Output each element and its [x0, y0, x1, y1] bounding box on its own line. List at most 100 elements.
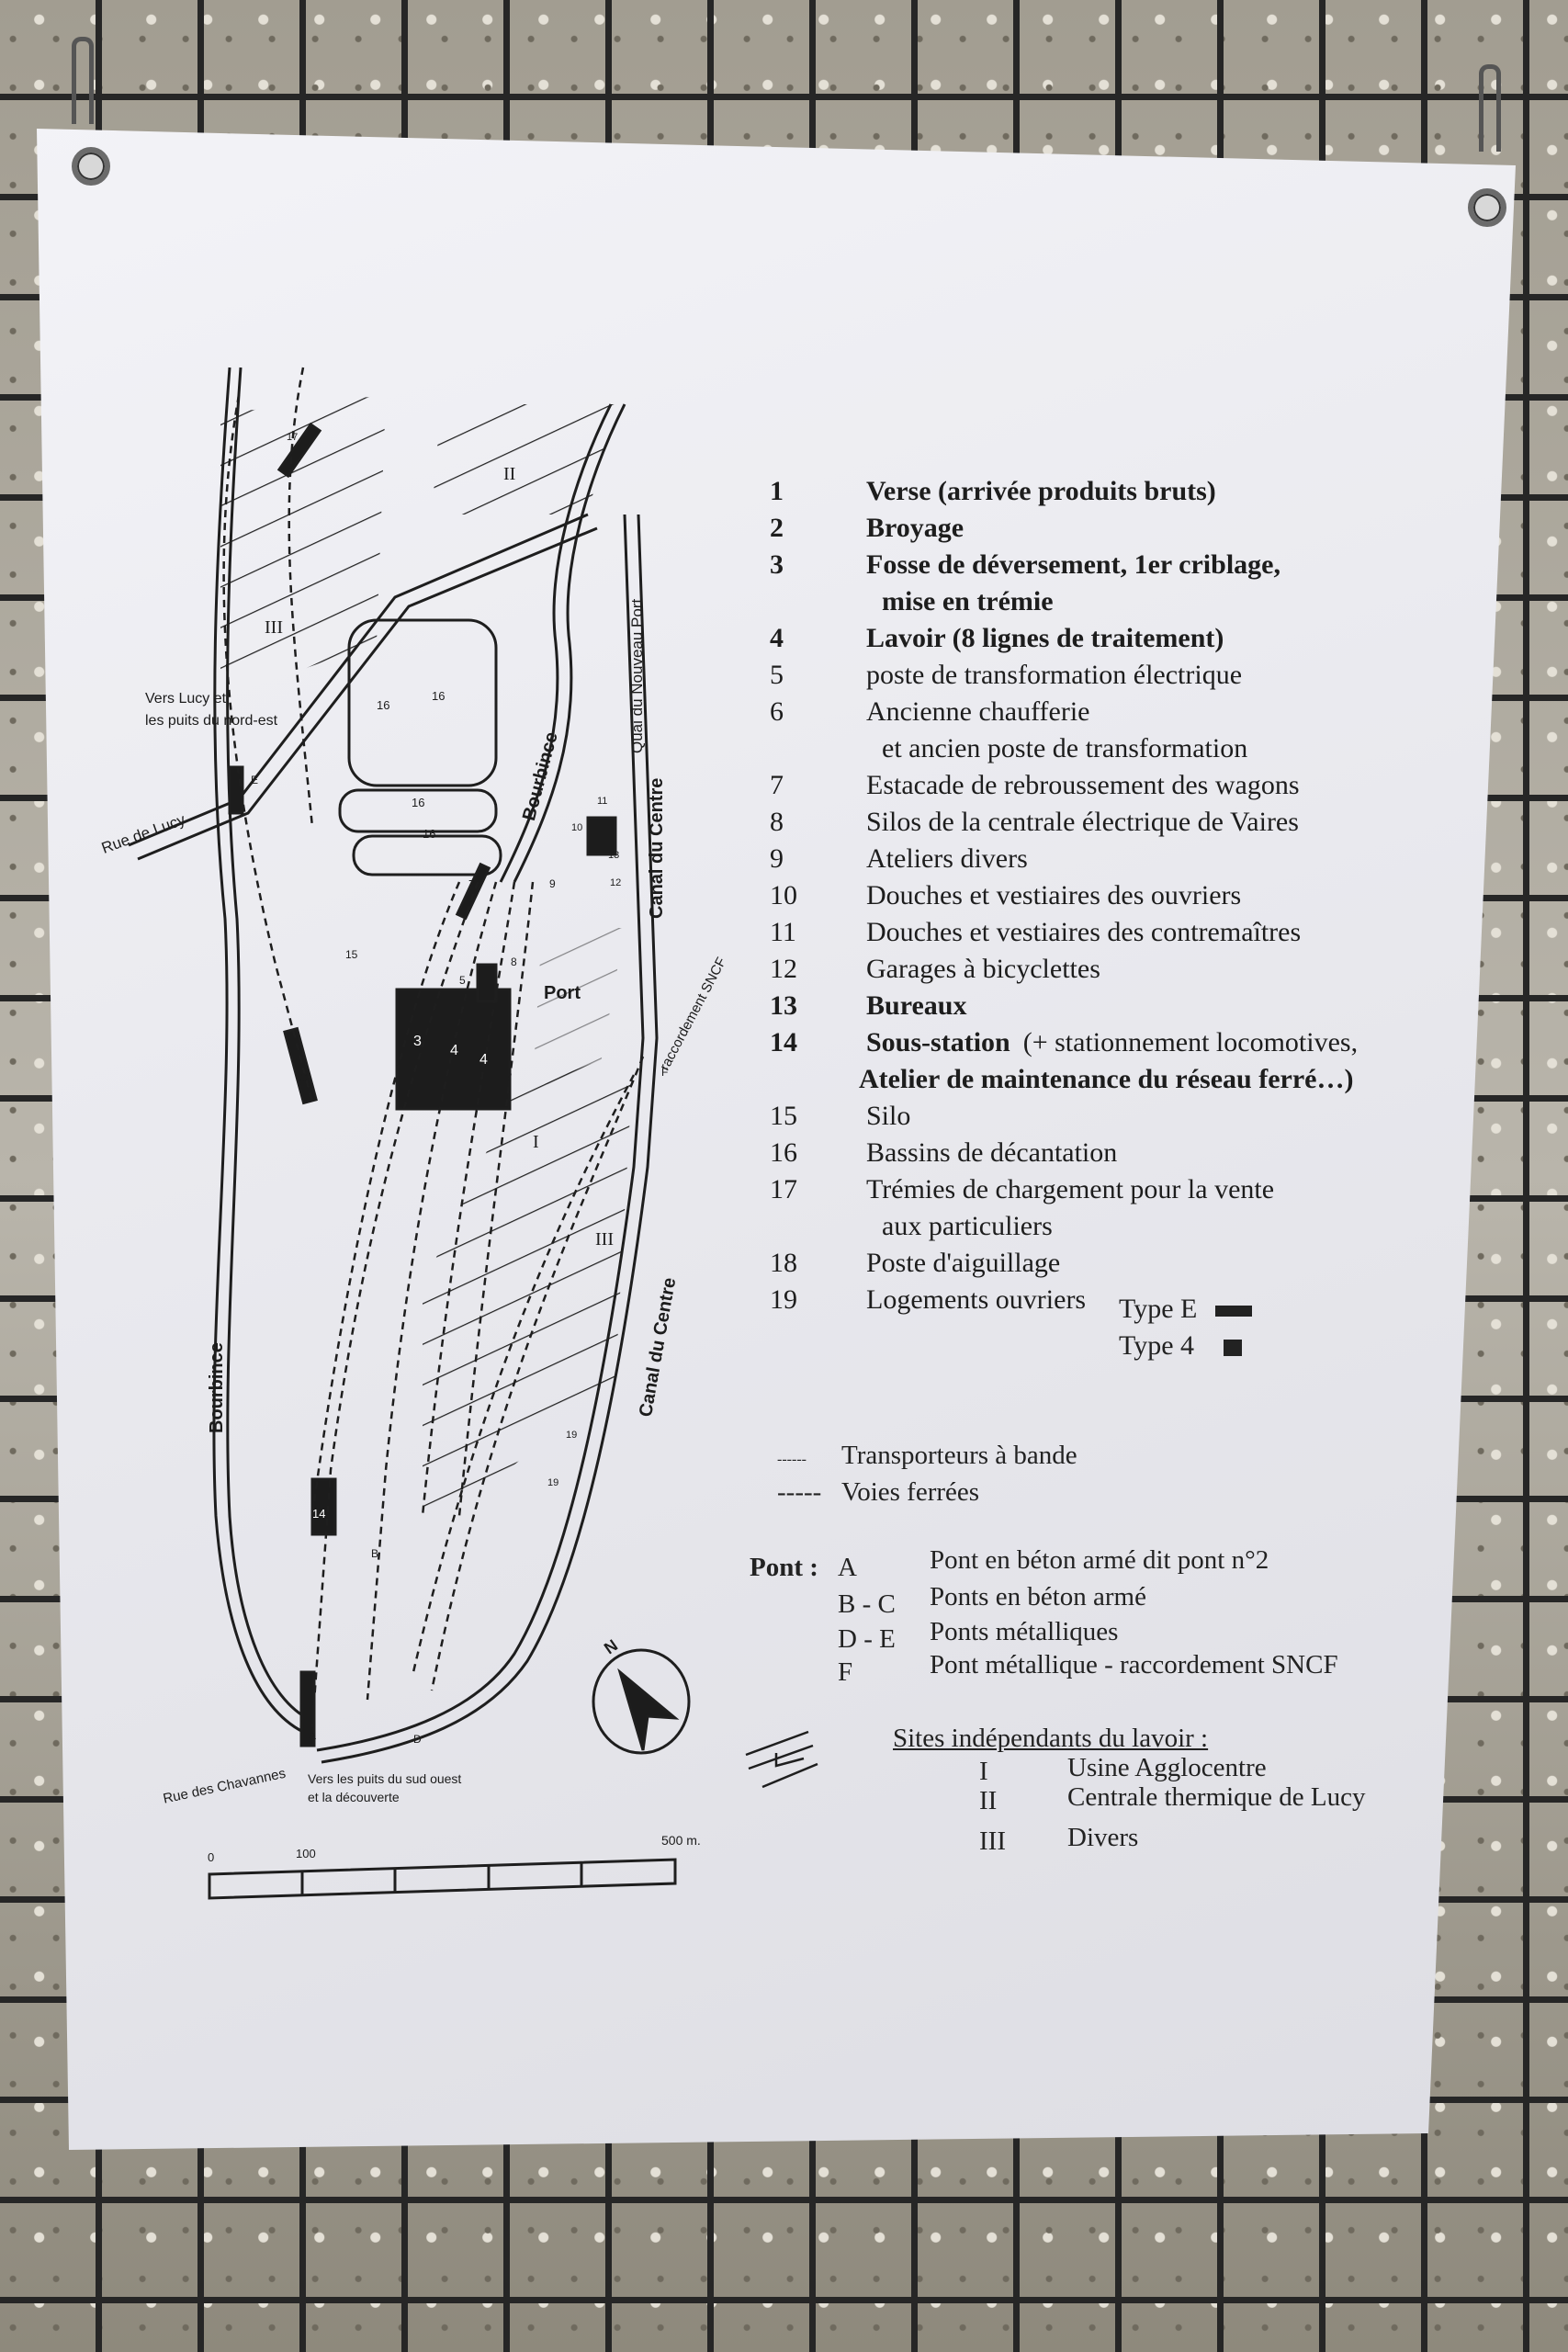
type-4-symbol [1224, 1340, 1243, 1357]
legend-item: 18 Poste d'aiguillage [762, 1245, 1358, 1282]
scale-label: 500 m. [661, 1833, 701, 1848]
map-number: 7 [468, 877, 476, 891]
zone-port [533, 928, 625, 1084]
zone-iii-north [220, 395, 386, 698]
map-number: 16 [432, 689, 446, 703]
conveyor-symbol: ------ [777, 1452, 807, 1467]
pont-code: F [838, 1657, 853, 1687]
map-label-canal: Canal du Centre [647, 777, 667, 919]
legend-text: Poste d'aiguillage [866, 1248, 1061, 1278]
map-number: 3 [413, 1034, 422, 1049]
bridge-label: F [661, 1066, 669, 1079]
legend-number: 15 [770, 1101, 797, 1131]
pont-description: Pont métallique - raccordement SNCF [930, 1650, 1338, 1679]
legend-number: 1 [770, 476, 784, 506]
map-number: 11 [597, 796, 608, 807]
map-number: 17 [287, 432, 299, 443]
bridge-label: A [309, 1729, 317, 1742]
eyelet [1468, 188, 1506, 227]
legend-item: 16 Bassins de décantation [762, 1135, 1358, 1171]
bridge-label: B [371, 1547, 379, 1560]
legend-number: 18 [770, 1248, 797, 1278]
conveyor-label: Transporteurs à bande [841, 1441, 1077, 1470]
site-code: II [979, 1786, 998, 1815]
map-label-vers-sud: et la découverte [308, 1790, 400, 1804]
legend-number: 2 [770, 513, 784, 543]
sites-heading: Sites indépendants du lavoir : [893, 1724, 1209, 1753]
legend-number: 6 [770, 696, 784, 727]
pont-code: D - E [838, 1624, 896, 1654]
legend-item: 19 Logements ouvriers [762, 1282, 1358, 1318]
map-number: 8 [511, 956, 517, 968]
legend-text: Logements ouvriers [866, 1284, 1087, 1315]
legend-text: Ateliers divers [866, 843, 1028, 874]
map-label-vers-sud: Vers les puits du sud ouest [308, 1771, 462, 1786]
map-number: 13 [608, 850, 620, 861]
basin [338, 788, 498, 833]
zone-i-iii [423, 1047, 634, 1544]
map-number: 16 [377, 698, 390, 712]
legend-item: 8 Silos de la centrale électrique de Vair… [762, 804, 1358, 841]
pont-description: Pont en béton armé dit pont n°2 [930, 1545, 1269, 1575]
legend-text: Douches et vestiaires des ouvriers [866, 880, 1242, 910]
legend-item-continuation: Atelier de maintenance du réseau ferré…) [859, 1064, 1354, 1094]
map-number: 9 [549, 877, 556, 890]
legend-number: 19 [770, 1284, 797, 1315]
pont-heading: Pont : [750, 1553, 818, 1582]
map-number: 12 [610, 877, 622, 888]
zone-ii [432, 404, 615, 514]
map-number: 15 [345, 948, 358, 961]
legend-text: Silos de la centrale électrique de Vaire… [866, 807, 1299, 837]
legend-text: Douches et vestiaires des contremaîtres [866, 917, 1302, 947]
legend-item: 2 Broyage [762, 510, 1358, 547]
legend-text: Ancienne chaufferie [866, 696, 1090, 727]
pont-description: Ponts métalliques [930, 1617, 1119, 1646]
zone-label: II [503, 464, 516, 484]
legend-text: Broyage [866, 513, 964, 543]
legend-type-e: Type E [1119, 1294, 1253, 1325]
map-label-quai: Quai du Nouveau Port [628, 598, 646, 753]
scale-bar [208, 1858, 677, 1900]
pont-code: B - C [838, 1589, 896, 1619]
legend-item-continuation: et ancien poste de transformation [882, 733, 1248, 763]
bourbince-river [212, 367, 304, 1734]
rail-symbol: ----- [777, 1477, 822, 1507]
hook [72, 37, 94, 124]
site-code: III [979, 1826, 1006, 1856]
legend-number: 9 [770, 843, 784, 874]
legend-number: 4 [770, 623, 784, 653]
legend-item: 15 Silo [762, 1098, 1358, 1135]
legend-item: 6 Ancienne chaufferie [762, 694, 1358, 730]
bridge-label: D [413, 1733, 422, 1746]
legend-text: Silo [866, 1101, 911, 1131]
bridge-label: C [299, 1071, 308, 1084]
pont-description: Ponts en béton armé [930, 1582, 1146, 1611]
map-label-bourbince: Bourbince [207, 1342, 227, 1433]
legend-item: 4 Lavoir (8 lignes de traitement) [762, 620, 1358, 657]
legend-number: 5 [770, 660, 784, 690]
zone-label: III [595, 1229, 614, 1250]
legend-number: 8 [770, 807, 784, 837]
legend-text: Lavoir (8 lignes de traitement) [866, 623, 1224, 653]
site-description: Divers [1067, 1823, 1139, 1852]
legend-item-continuation: mise en trémie [882, 586, 1054, 616]
legend-text: Bassins de décantation [866, 1137, 1118, 1168]
legend-number: 16 [770, 1137, 797, 1168]
legend-type-4: Type 4 [1119, 1330, 1243, 1362]
legend-number: 13 [770, 990, 797, 1021]
legend-line-conveyor: ------ Transporteurs à bande [777, 1441, 1077, 1471]
legend-item: 9 Ateliers divers [762, 841, 1358, 877]
map-number: 4 [450, 1043, 458, 1058]
map-number: 19 [547, 1477, 559, 1488]
site-description: Usine Agglocentre [1067, 1753, 1267, 1782]
legend-number: 17 [770, 1174, 797, 1204]
